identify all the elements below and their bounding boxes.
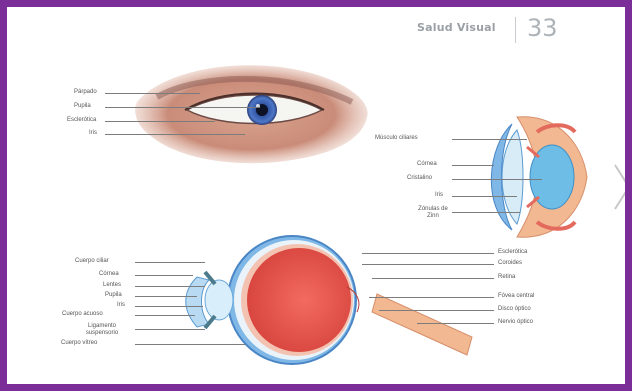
label-optic-disc: Disco óptico bbox=[498, 306, 531, 312]
label-vitreous-body: Cuerpo vítreo bbox=[61, 340, 97, 346]
leader-choroid bbox=[362, 264, 494, 265]
label-ciliary-muscle: Músculo ciliares bbox=[375, 135, 418, 141]
label-retina: Retina bbox=[498, 274, 515, 280]
leader-optic-nerve bbox=[417, 323, 494, 324]
label-aqueous-body: Cuerpo acuoso bbox=[62, 311, 103, 317]
chevron-right-icon[interactable] bbox=[613, 157, 631, 217]
label-zonules: Zónulas de Zinn bbox=[415, 206, 451, 220]
label-sclera: Esclerótica bbox=[67, 117, 96, 123]
leader-lens bbox=[135, 286, 205, 287]
label-iris: Iris bbox=[89, 130, 97, 136]
label-iris-detail: Iris bbox=[435, 192, 443, 198]
label-eyelid: Párpado bbox=[74, 89, 97, 95]
label-ciliary-body: Cuerpo ciliar bbox=[75, 258, 109, 264]
label-pupil-section: Pupila bbox=[105, 292, 122, 298]
leader-vitreous-body bbox=[135, 344, 245, 345]
leader-pupil bbox=[105, 107, 260, 108]
leader-fovea bbox=[369, 297, 494, 298]
external-eye-illustration bbox=[127, 62, 377, 172]
leader-eyelid bbox=[105, 93, 200, 94]
section-title: Salud Visual bbox=[417, 21, 496, 34]
leader-sclera-section bbox=[362, 253, 494, 254]
label-choroid: Coroides bbox=[498, 260, 522, 266]
leader-sclera bbox=[105, 121, 215, 122]
label-sclera-section: Esclerótica bbox=[498, 249, 527, 255]
leader-cornea bbox=[135, 275, 193, 276]
label-fovea: Fóvea central bbox=[498, 293, 534, 299]
page-header: Salud Visual 33 bbox=[407, 17, 607, 43]
leader-pupil-section bbox=[135, 296, 197, 297]
leader-aqueous-body bbox=[135, 315, 195, 316]
leader-ciliary-body bbox=[135, 262, 205, 263]
label-pupil: Pupila bbox=[74, 103, 91, 109]
leader-lens-detail bbox=[452, 179, 542, 180]
header-divider bbox=[515, 17, 516, 43]
label-cornea-detail: Córnea bbox=[417, 161, 437, 167]
leader-zonules bbox=[452, 212, 520, 213]
leader-iris-section bbox=[135, 306, 203, 307]
label-iris-section: Iris bbox=[117, 302, 125, 308]
label-lens-detail: Cristalino bbox=[407, 175, 432, 181]
anterior-section-illustration bbox=[477, 112, 597, 242]
label-cornea: Córnea bbox=[99, 271, 119, 277]
leader-retina bbox=[372, 278, 494, 279]
leader-suspensory-ligament bbox=[135, 329, 205, 330]
leader-ciliary-muscle bbox=[452, 139, 527, 140]
leader-optic-disc bbox=[379, 310, 494, 311]
leader-cornea-detail bbox=[452, 165, 494, 166]
page-number: 33 bbox=[527, 14, 558, 42]
leader-iris-detail bbox=[452, 196, 517, 197]
label-optic-nerve: Nervio óptico bbox=[498, 319, 533, 325]
leader-iris bbox=[105, 134, 245, 135]
label-lens: Lentes bbox=[103, 282, 121, 288]
label-suspensory-ligament: Ligamento suspensorio bbox=[73, 323, 131, 337]
